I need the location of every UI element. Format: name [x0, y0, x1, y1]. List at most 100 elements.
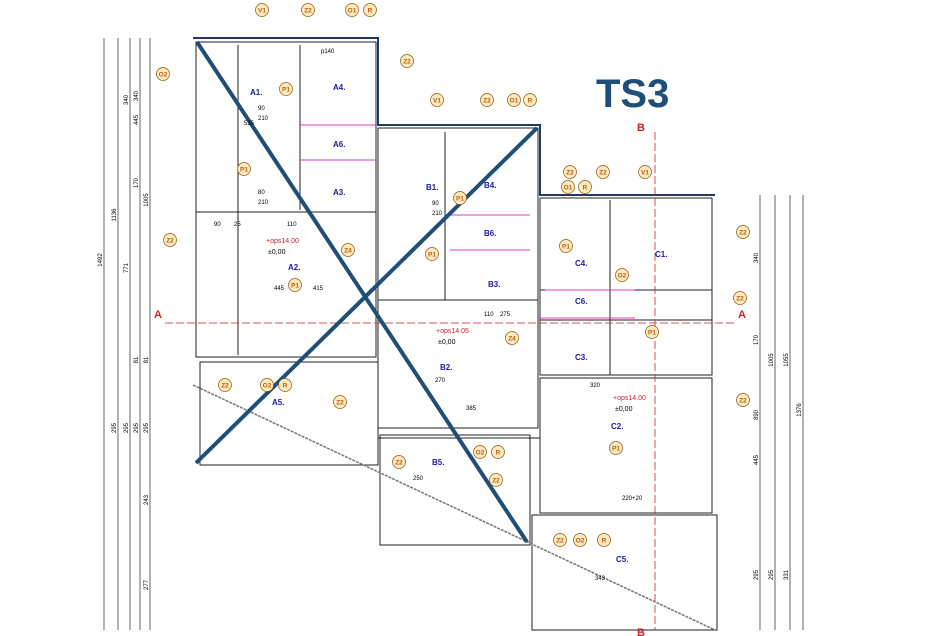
section-marker-b-bottom: B	[637, 627, 645, 636]
element-tag: Z4	[341, 243, 355, 257]
dimension-label: 170	[754, 334, 760, 345]
room-label: B4.	[484, 181, 496, 190]
dimension-label: 90	[432, 201, 439, 207]
dimension-label: 250	[413, 476, 424, 482]
dimension-label: 80	[258, 190, 265, 196]
element-tag: P1	[279, 82, 293, 96]
element-tag: P1	[453, 191, 467, 205]
element-tag: Z2	[301, 3, 315, 17]
dimension-label: 890	[754, 409, 760, 420]
svg-text:O2: O2	[576, 537, 585, 544]
svg-text:P1: P1	[291, 282, 299, 289]
walls	[195, 41, 718, 631]
svg-text:Z2: Z2	[166, 237, 174, 244]
dimension-label: 535	[244, 121, 255, 127]
svg-text:P1: P1	[562, 243, 570, 250]
element-tag: V1	[255, 3, 269, 17]
svg-text:Z2: Z2	[556, 537, 564, 544]
element-tag: P1	[425, 247, 439, 261]
svg-text:O1: O1	[564, 184, 573, 191]
svg-text:Z2: Z2	[483, 97, 491, 104]
dimension-label: 275	[500, 312, 511, 318]
dimension-label: 1492	[98, 253, 104, 267]
dimension-label: 210	[432, 211, 443, 217]
level-a: +ops14.00	[266, 238, 299, 245]
element-tag: R	[523, 93, 537, 107]
element-tag: R	[597, 533, 611, 547]
dimension-label: 415	[313, 286, 324, 292]
dimension-label: 340	[754, 252, 760, 263]
dimension-label: 1055	[784, 353, 790, 367]
room-label: B2.	[440, 363, 452, 372]
dimension-label: 270	[435, 378, 446, 384]
element-tag: V1	[430, 93, 444, 107]
room-label: A6.	[333, 140, 345, 149]
svg-text:Z2: Z2	[566, 169, 574, 176]
dimension-label: 331	[784, 569, 790, 580]
level-a-zero: ±0,00	[268, 249, 286, 256]
dimension-label: 320	[590, 383, 601, 389]
dimension-label: 343	[595, 576, 606, 582]
dimension-label: 210	[258, 200, 269, 206]
element-tag: P1	[288, 278, 302, 292]
svg-text:V1: V1	[433, 97, 441, 104]
drawing-title: TS3	[596, 72, 670, 116]
element-tag: Z4	[505, 331, 519, 345]
svg-text:Z2: Z2	[304, 7, 312, 14]
svg-text:O1: O1	[510, 97, 519, 104]
dimension-label: 1136	[112, 208, 118, 222]
dimension-label: 90	[214, 222, 221, 228]
dimension-label: 295	[124, 422, 130, 433]
dimension-label: 295	[754, 569, 760, 580]
element-tag: Z2	[163, 233, 177, 247]
dimension-label: 90	[258, 106, 265, 112]
dimension-label: 1376	[797, 403, 803, 417]
element-tag: Z2	[736, 225, 750, 239]
svg-text:Z2: Z2	[739, 397, 747, 404]
room-label: C1.	[655, 250, 667, 259]
dimension-label: 385	[466, 406, 477, 412]
level-c: +ops14.00	[613, 395, 646, 402]
svg-text:Z2: Z2	[736, 295, 744, 302]
svg-text:P1: P1	[282, 86, 290, 93]
element-tag: Z2	[400, 54, 414, 68]
svg-text:Z4: Z4	[508, 335, 516, 342]
room-label: B5.	[432, 458, 444, 467]
element-tag: P1	[609, 441, 623, 455]
svg-text:Z2: Z2	[739, 229, 747, 236]
svg-text:R: R	[368, 7, 373, 14]
svg-text:Z2: Z2	[492, 477, 500, 484]
svg-text:Z2: Z2	[395, 459, 403, 466]
element-tag: Z2	[489, 473, 503, 487]
room-label: C4.	[575, 259, 587, 268]
svg-text:R: R	[496, 449, 501, 456]
svg-text:O2: O2	[476, 449, 485, 456]
svg-text:P1: P1	[428, 251, 436, 258]
element-tag: O2	[156, 67, 170, 81]
dimension-label: 295	[144, 422, 150, 433]
element-tag: Z2	[563, 165, 577, 179]
element-tag: O2	[473, 445, 487, 459]
level-b: +ops14.05	[436, 328, 469, 335]
element-tag: R	[491, 445, 505, 459]
dimension-label: 1005	[769, 353, 775, 367]
element-tag: O2	[615, 268, 629, 282]
svg-text:P1: P1	[612, 445, 620, 452]
element-tag: Z2	[553, 533, 567, 547]
dimension-label: 210	[258, 116, 269, 122]
svg-text:R: R	[528, 97, 533, 104]
element-tag: P1	[237, 162, 251, 176]
element-tag: Z2	[596, 165, 610, 179]
element-tag: R	[278, 378, 292, 392]
svg-text:O2: O2	[159, 71, 168, 78]
dimension-label: 25	[234, 222, 241, 228]
dimension-label: 445	[134, 114, 140, 125]
room-label: C6.	[575, 297, 587, 306]
dimension-label: 110	[287, 222, 297, 228]
dimension-label: 81	[144, 356, 150, 363]
element-tag: V1	[638, 165, 652, 179]
room-label: B3.	[488, 280, 500, 289]
svg-text:O2: O2	[618, 272, 627, 279]
svg-text:Z4: Z4	[344, 247, 352, 254]
dimension-label: 170	[134, 177, 140, 188]
